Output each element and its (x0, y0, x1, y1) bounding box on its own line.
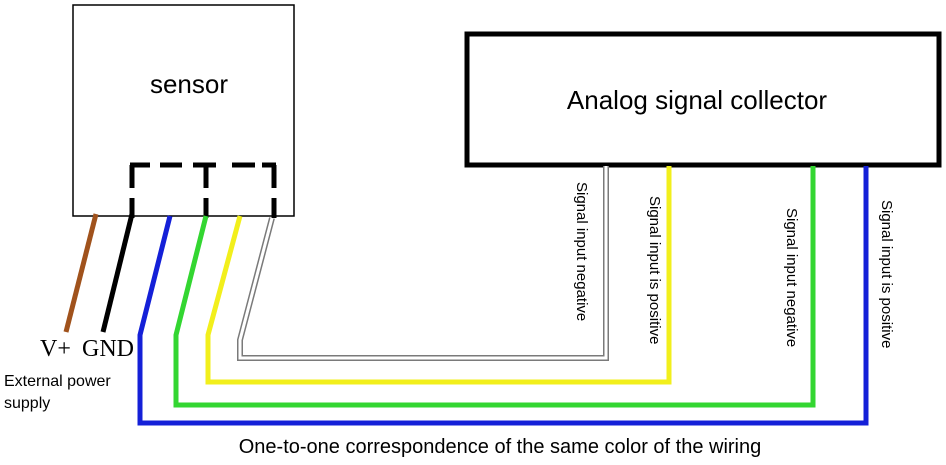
power-caption-line2: supply (4, 395, 50, 412)
sensor-label: sensor (150, 69, 228, 99)
sensor-internal-dashes (129, 162, 277, 218)
gnd-label: GND (82, 336, 134, 362)
blue-wire (137, 166, 869, 426)
collector-label: Analog signal collector (567, 85, 827, 115)
white-wire-outline (237, 166, 609, 361)
power-caption-line1: External power (4, 373, 111, 390)
green-wire (173, 166, 816, 408)
footer-caption: One-to-one correspondence of the same co… (239, 436, 762, 458)
signal-label-green: Signal input negative (783, 208, 800, 347)
signal-label-white: Signal input negative (573, 182, 590, 321)
black-wire (100, 213, 135, 333)
yellow-wire (205, 166, 672, 385)
brown-wire (63, 213, 99, 333)
signal-label-yellow: Signal input is positive (646, 196, 663, 344)
signal-label-blue: Signal input is positive (878, 200, 895, 348)
white-wire (238, 166, 608, 360)
vplus-label: V+ (40, 336, 71, 362)
collector-box (464, 31, 942, 168)
sensor-box (72, 4, 295, 217)
